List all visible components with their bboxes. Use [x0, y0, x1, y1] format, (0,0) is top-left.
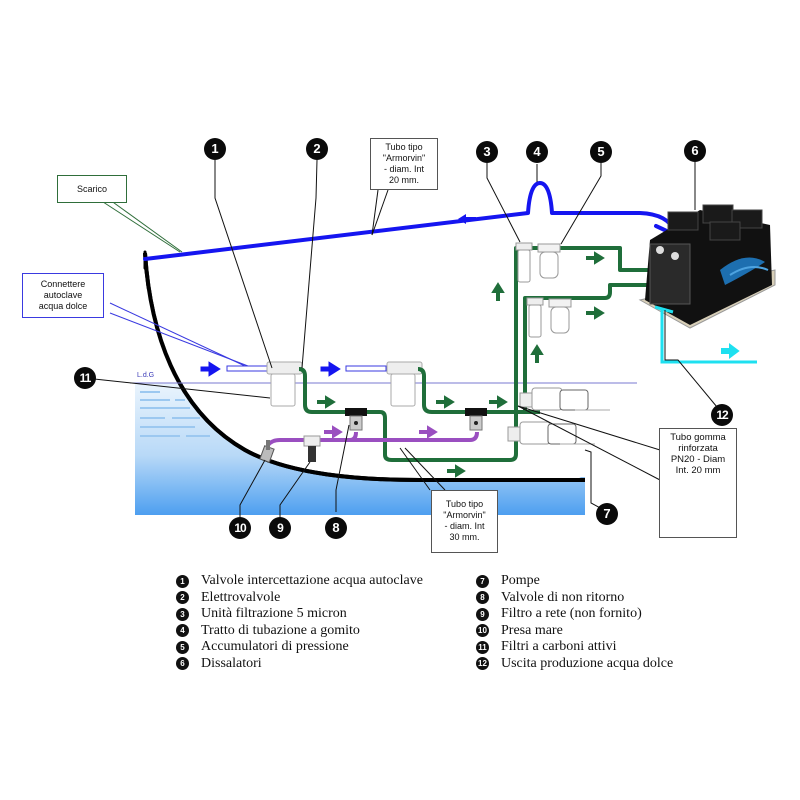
legend-number-icon: 8 — [476, 591, 489, 605]
legend-number-icon: 6 — [176, 657, 189, 671]
badge-5: 5 — [590, 141, 612, 163]
waterline-label: L.d.G — [137, 372, 155, 379]
product-water-pipe — [654, 305, 757, 364]
sea-strainer — [303, 435, 321, 462]
filter-unit — [515, 242, 572, 338]
badge-6: 6 — [684, 140, 706, 162]
badge-2: 2 — [306, 138, 328, 160]
fresh-water-connector — [200, 361, 387, 377]
carbon-filter — [266, 361, 423, 407]
badge-3: 3 — [476, 141, 498, 163]
badge-12: 12 — [711, 404, 733, 426]
legend-number-icon: 12 — [476, 657, 489, 671]
fresh-water-pipe — [298, 246, 650, 462]
check-valve — [345, 408, 487, 431]
callout-tubo-armorvin-30: Tubo tipo "Armorvin" - diam. Int 30 mm. — [431, 490, 498, 553]
flow-arrow-cyan — [721, 343, 740, 359]
callout-pointers — [99, 199, 249, 367]
hose-photo-overlay — [666, 479, 728, 531]
badge-11: 11 — [74, 367, 96, 389]
badge-4: 4 — [526, 141, 548, 163]
callout-tubo-gomma: Tubo gomma rinforzata PN20 - Diam Int. 2… — [659, 428, 737, 538]
flow-arrow — [458, 214, 476, 224]
flow-arrows-green — [317, 251, 605, 478]
legend-number-icon: 2 — [176, 591, 189, 605]
legend-number-icon: 4 — [176, 624, 189, 638]
callout-tubo-armorvin-20: Tubo tipo "Armorvin" - diam. Int 20 mm. — [370, 138, 438, 190]
callout-scarico: Scarico — [57, 175, 127, 203]
legend-number-icon: 7 — [476, 574, 489, 588]
legend-number-icon: 3 — [176, 607, 189, 621]
badge-8: 8 — [325, 517, 347, 539]
callout-connettere-autoclave: Connettere autoclave acqua dolce — [22, 273, 104, 318]
badge-1: 1 — [204, 138, 226, 160]
legend-number-icon: 9 — [476, 607, 489, 621]
badge-10: 10 — [229, 517, 251, 539]
legend-number-icon: 10 — [476, 624, 489, 638]
desalinator-unit — [638, 204, 776, 329]
leader-lines — [84, 159, 718, 517]
flow-arrows-purple — [324, 425, 438, 439]
legend-number-icon: 5 — [176, 640, 189, 654]
badge-7: 7 — [596, 503, 618, 525]
pump — [507, 387, 610, 445]
legend-number-icon: 11 — [476, 640, 489, 654]
discharge-pipe — [143, 181, 697, 270]
legend-number-icon: 1 — [176, 574, 189, 588]
badge-9: 9 — [269, 517, 291, 539]
